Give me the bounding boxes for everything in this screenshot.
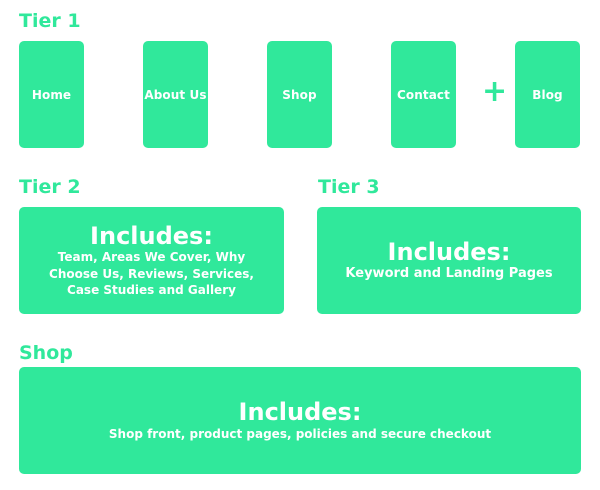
tier3-heading: Tier 3: [318, 176, 380, 198]
tier2-heading: Tier 2: [19, 176, 81, 198]
tier2-line: Case Studies and Gallery: [67, 282, 236, 297]
tier2-includes-title: Includes:: [90, 222, 213, 251]
shop-includes-title: Includes:: [238, 398, 362, 427]
tier2-box: Includes: Team, Areas We Cover, Why Choo…: [19, 207, 284, 314]
shop-heading: Shop: [19, 342, 73, 364]
tier2-line: Choose Us, Reviews, Services,: [49, 266, 254, 281]
page-tile-label: Home: [31, 87, 72, 102]
page-tile-home: Home: [19, 41, 84, 148]
tier3-line: Keyword and Landing Pages: [345, 265, 553, 281]
tier3-includes-title: Includes:: [387, 237, 511, 266]
shop-line: Shop front, product pages, policies and …: [108, 426, 492, 441]
tier3-box: Includes: Keyword and Landing Pages: [317, 207, 581, 314]
page-tile-label: Contact: [397, 87, 450, 102]
shop-box: Includes: Shop front, product pages, pol…: [19, 367, 581, 474]
page-tile-label: Shop: [282, 87, 317, 102]
page-tile-blog: Blog: [515, 41, 580, 148]
page-tile-shop: Shop: [267, 41, 332, 148]
page-tile-label: About Us: [144, 87, 207, 102]
plus-icon: +: [482, 74, 508, 109]
tier1-heading: Tier 1: [19, 10, 81, 32]
page-tile-about-us: About Us: [143, 41, 208, 148]
tier2-line: Team, Areas We Cover, Why: [57, 250, 246, 265]
page-tile-label: Blog: [532, 87, 563, 102]
page-tile-contact: Contact: [391, 41, 456, 148]
